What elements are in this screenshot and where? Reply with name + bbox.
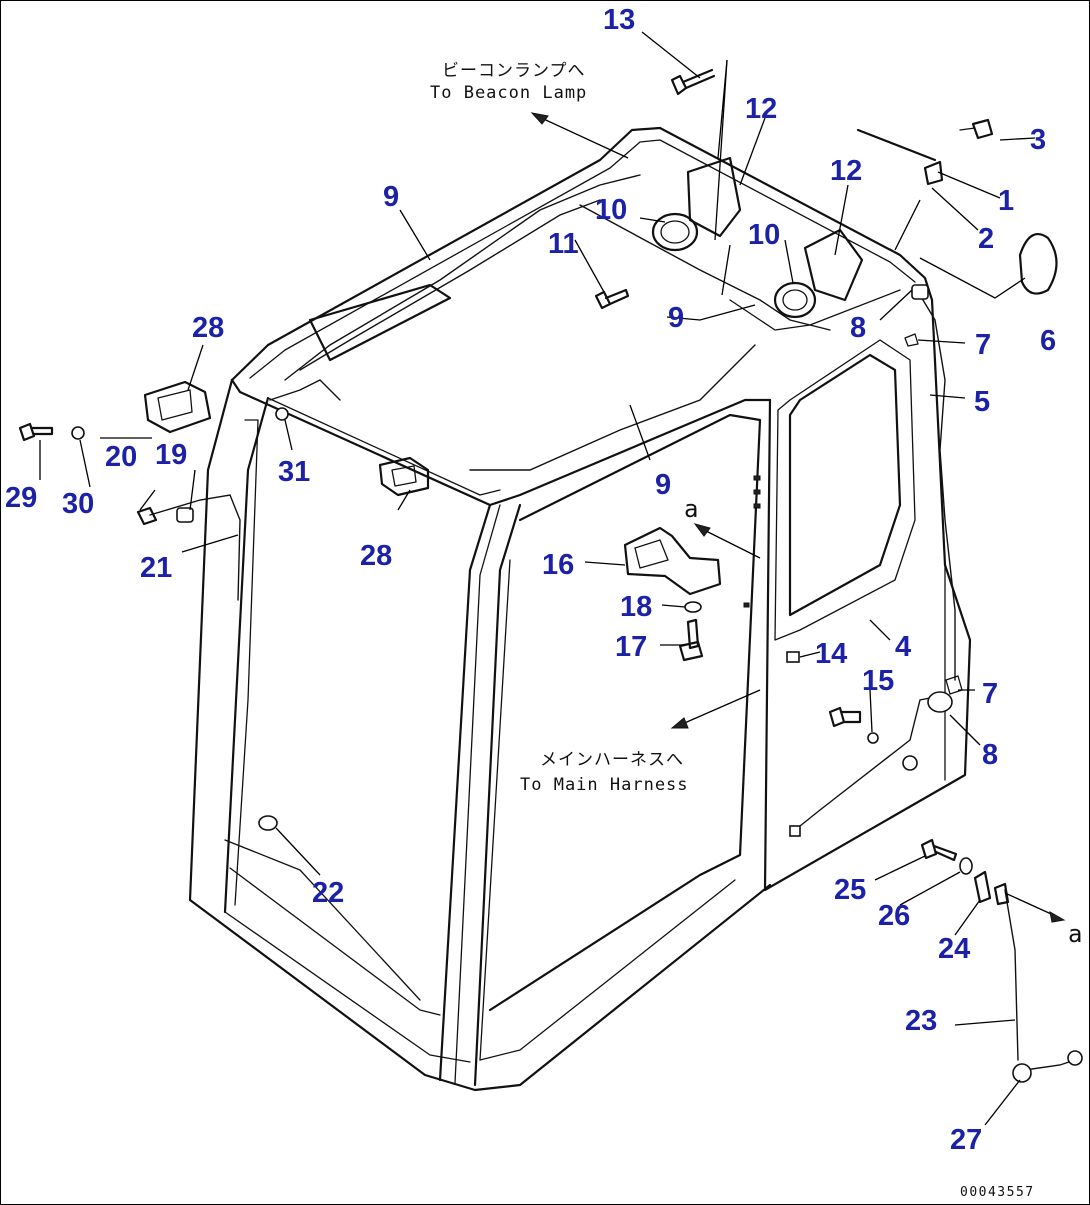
callout-9-c: 9 xyxy=(655,469,671,501)
bolt-29 xyxy=(18,422,54,442)
callout-14: 14 xyxy=(815,638,847,670)
work-lamp-28a xyxy=(143,380,212,434)
connection-mark-a-1: a xyxy=(684,495,698,523)
callout-28-b: 28 xyxy=(360,540,392,572)
callout-18: 18 xyxy=(620,591,652,623)
sensor-27 xyxy=(1012,1063,1032,1083)
callout-11: 11 xyxy=(548,228,579,260)
nut-door xyxy=(902,755,918,771)
bolt-15 xyxy=(828,706,862,728)
callout-27: 27 xyxy=(950,1124,982,1156)
callout-12-b: 12 xyxy=(830,155,862,187)
clip-7-upper xyxy=(904,333,919,347)
notes: ビーコンランプへ To Beacon Lamp メインハーネスへ To Main… xyxy=(430,61,1082,1200)
callout-2: 2 xyxy=(978,223,994,255)
connector-24 xyxy=(973,870,1010,906)
callout-28-a: 28 xyxy=(192,312,224,344)
washer-15 xyxy=(867,732,879,744)
speaker-10b xyxy=(773,281,817,319)
connection-mark-a-2: a xyxy=(1068,920,1082,948)
clip-19 xyxy=(176,507,194,523)
callout-15: 15 xyxy=(862,665,894,697)
callout-16: 16 xyxy=(542,549,574,581)
note-main-en: To Main Harness xyxy=(520,775,689,795)
callout-22: 22 xyxy=(312,877,344,909)
bracket-16 xyxy=(623,526,722,596)
callout-10-b: 10 xyxy=(748,219,780,251)
clip-door-bottom xyxy=(789,825,801,837)
washer-18 xyxy=(684,601,702,613)
callout-20: 20 xyxy=(105,441,137,473)
callout-19: 19 xyxy=(155,439,187,471)
callout-17: 17 xyxy=(615,631,647,663)
callout-26: 26 xyxy=(878,900,910,932)
connector-8-lower xyxy=(927,691,953,713)
callout-8-a: 8 xyxy=(850,312,866,344)
sensor-27-plug xyxy=(1067,1050,1083,1066)
note-main-jp: メインハーネスへ xyxy=(540,750,684,770)
callout-6: 6 xyxy=(1040,325,1056,357)
speaker-bracket-12a xyxy=(686,156,742,238)
callout-7-b: 7 xyxy=(982,678,998,710)
callout-23: 23 xyxy=(905,1005,937,1037)
bolt-17 xyxy=(678,618,704,662)
callout-10-a: 10 xyxy=(595,194,627,226)
callout-4: 4 xyxy=(895,631,911,663)
callout-9-b: 9 xyxy=(668,302,684,334)
callout-24: 24 xyxy=(938,933,970,965)
arrowheads xyxy=(530,112,1066,923)
components xyxy=(18,68,1083,1083)
note-beacon-jp: ビーコンランプへ xyxy=(442,61,586,81)
washer-26 xyxy=(959,857,973,875)
connector-31 xyxy=(275,407,289,421)
callouts: 13 12 12 10 10 11 9 9 9 3 1 2 6 8 7 5 28… xyxy=(5,4,1056,1156)
cab-frame xyxy=(188,126,972,1092)
speaker-bracket-12b xyxy=(803,228,864,302)
callout-25: 25 xyxy=(834,874,866,906)
leader-lines xyxy=(39,31,1061,1126)
grommet-6 xyxy=(1018,233,1058,295)
callout-8-b: 8 xyxy=(982,739,998,771)
callout-31: 31 xyxy=(278,456,310,488)
nut-14 xyxy=(786,651,800,663)
work-lamp-28b xyxy=(378,456,430,497)
connector-8-upper xyxy=(911,284,929,300)
callout-13: 13 xyxy=(603,4,635,36)
callout-30: 30 xyxy=(62,488,94,520)
antenna-clip xyxy=(856,118,994,186)
callout-1: 1 xyxy=(998,185,1014,217)
harness-wires xyxy=(149,174,1076,1071)
callout-9-a: 9 xyxy=(383,181,399,213)
callout-12-a: 12 xyxy=(745,93,777,125)
callout-7-a: 7 xyxy=(975,329,991,361)
bolt-11 xyxy=(594,288,630,310)
speaker-10a xyxy=(651,212,699,252)
callout-21: 21 xyxy=(140,552,172,584)
grommet-22 xyxy=(258,815,278,831)
note-beacon-en: To Beacon Lamp xyxy=(430,83,587,103)
callout-29: 29 xyxy=(5,482,37,514)
clip-7-lower xyxy=(945,675,963,695)
drawing-number: 00043557 xyxy=(960,1185,1035,1200)
connector-20 xyxy=(136,506,158,526)
washer-30 xyxy=(71,426,85,440)
bolt-25 xyxy=(920,838,958,862)
callout-3: 3 xyxy=(1030,124,1046,156)
bolt-13 xyxy=(670,68,716,96)
callout-5: 5 xyxy=(974,386,990,418)
